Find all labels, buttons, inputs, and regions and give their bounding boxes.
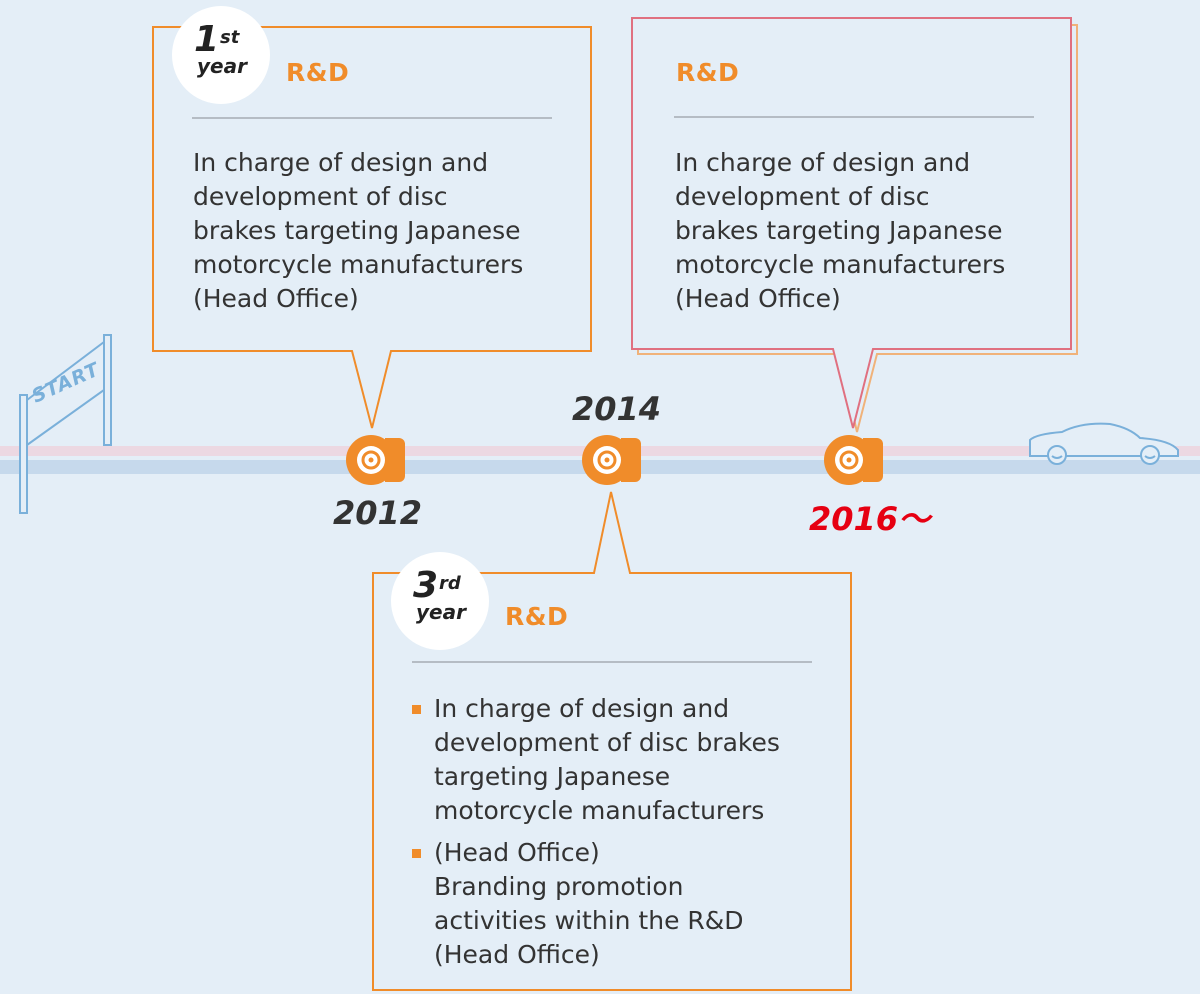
year-badge-1st: 1 st year <box>172 6 270 104</box>
year-label-2016: 2016～ <box>809 500 931 538</box>
year-label-2014: 2014 <box>572 390 662 428</box>
dept-label: R&D <box>286 58 350 87</box>
badge-word: year <box>197 54 247 78</box>
list-item: (Head Office) <box>412 836 837 870</box>
start-gate-icon <box>19 334 112 514</box>
badge-number: 1 <box>194 19 220 60</box>
milestone-item-list: In charge of design and development of d… <box>412 692 837 878</box>
list-item-text: In charge of design and development of d… <box>434 694 780 825</box>
milestone-extra-description: Branding promotion activities within the… <box>434 872 744 969</box>
milestone-description: In charge of design and development of d… <box>675 148 1006 313</box>
badge-word: year <box>416 600 466 624</box>
callout-box-2012 <box>152 26 592 429</box>
milestone-description: In charge of design and development of d… <box>193 148 524 313</box>
list-item-text: (Head Office) <box>434 838 600 867</box>
badge-number: 3 <box>413 565 439 606</box>
dept-label: R&D <box>676 58 740 87</box>
year-label-2012: 2012 <box>333 494 423 532</box>
callout-box-2014 <box>372 491 852 991</box>
list-item: In charge of design and development of d… <box>412 692 837 828</box>
callout-box-2016-outer <box>637 24 1078 433</box>
brake-caliper-icon <box>582 435 641 485</box>
brake-caliper-icon <box>346 435 405 485</box>
car-icon <box>1029 422 1179 465</box>
callout-box-2016 <box>631 17 1072 429</box>
brake-caliper-icon <box>824 435 883 485</box>
badge-suffix: st <box>220 27 240 48</box>
dept-label: R&D <box>505 602 569 631</box>
year-badge-3rd: 3 rd year <box>391 552 489 650</box>
badge-suffix: rd <box>439 573 461 594</box>
